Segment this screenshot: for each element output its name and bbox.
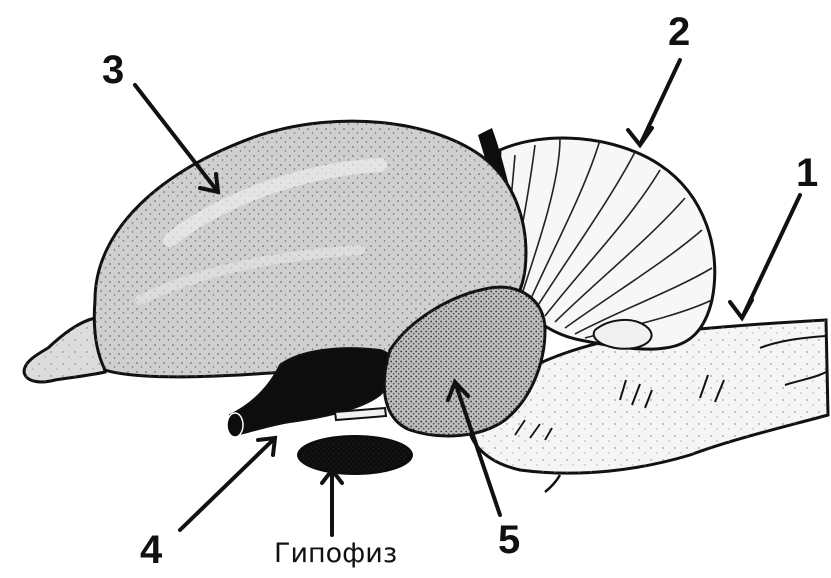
label-pituitary: Гипофиз (274, 540, 397, 567)
arrow-2 (640, 60, 680, 145)
label-2: 2 (668, 12, 690, 52)
label-4: 4 (140, 530, 162, 570)
label-1: 1 (796, 153, 818, 193)
arrow-4 (180, 438, 275, 530)
olfactory-bulb (24, 318, 105, 382)
label-3: 3 (102, 50, 124, 90)
label-5: 5 (498, 520, 520, 560)
pituitary-gland (297, 435, 413, 475)
